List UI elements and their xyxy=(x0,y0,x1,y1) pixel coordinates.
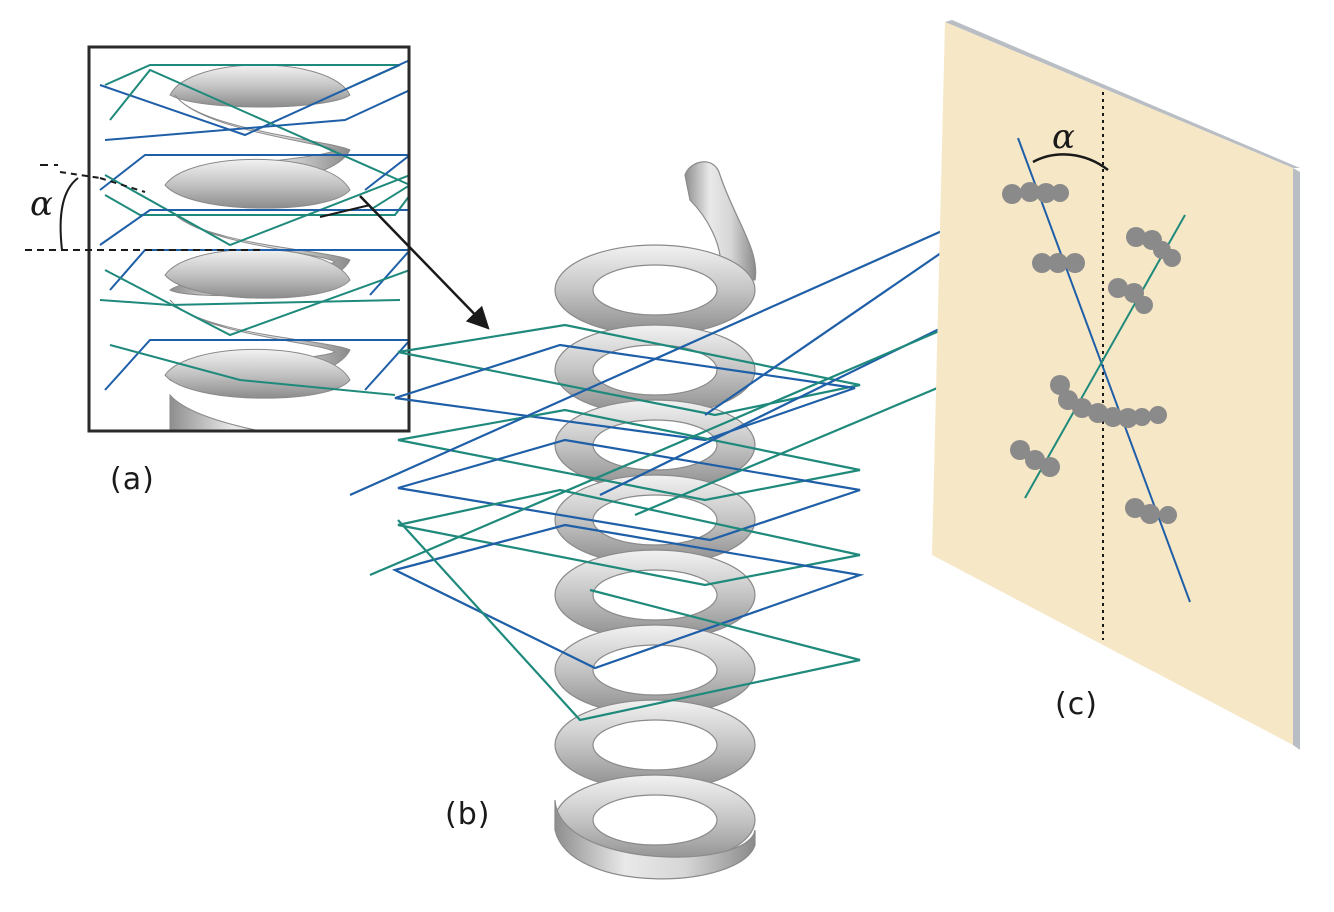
alpha-symbol-a: α xyxy=(30,184,53,224)
label-c: (c) xyxy=(1055,687,1098,722)
alpha-construction-a xyxy=(25,164,265,251)
screen-edge xyxy=(1293,168,1300,750)
arrow-tail xyxy=(319,204,371,218)
alpha-symbol-c: α xyxy=(1052,117,1075,157)
zoom-arrow xyxy=(359,195,490,330)
panel-a: α xyxy=(25,45,490,433)
cross-arm-blue xyxy=(1017,137,1191,603)
panel-b xyxy=(349,161,1141,880)
cross-arm-teal xyxy=(1024,214,1186,499)
inset-frame xyxy=(87,45,411,433)
label-b: (b) xyxy=(445,797,491,832)
inset-coil xyxy=(89,47,409,431)
panel-c: α xyxy=(932,20,1300,750)
diffraction-spots xyxy=(1002,182,1181,524)
detector-screen xyxy=(932,22,1293,745)
alpha-arc-c xyxy=(1032,153,1109,171)
label-a: (a) xyxy=(110,462,155,497)
helix-coil xyxy=(554,161,757,880)
